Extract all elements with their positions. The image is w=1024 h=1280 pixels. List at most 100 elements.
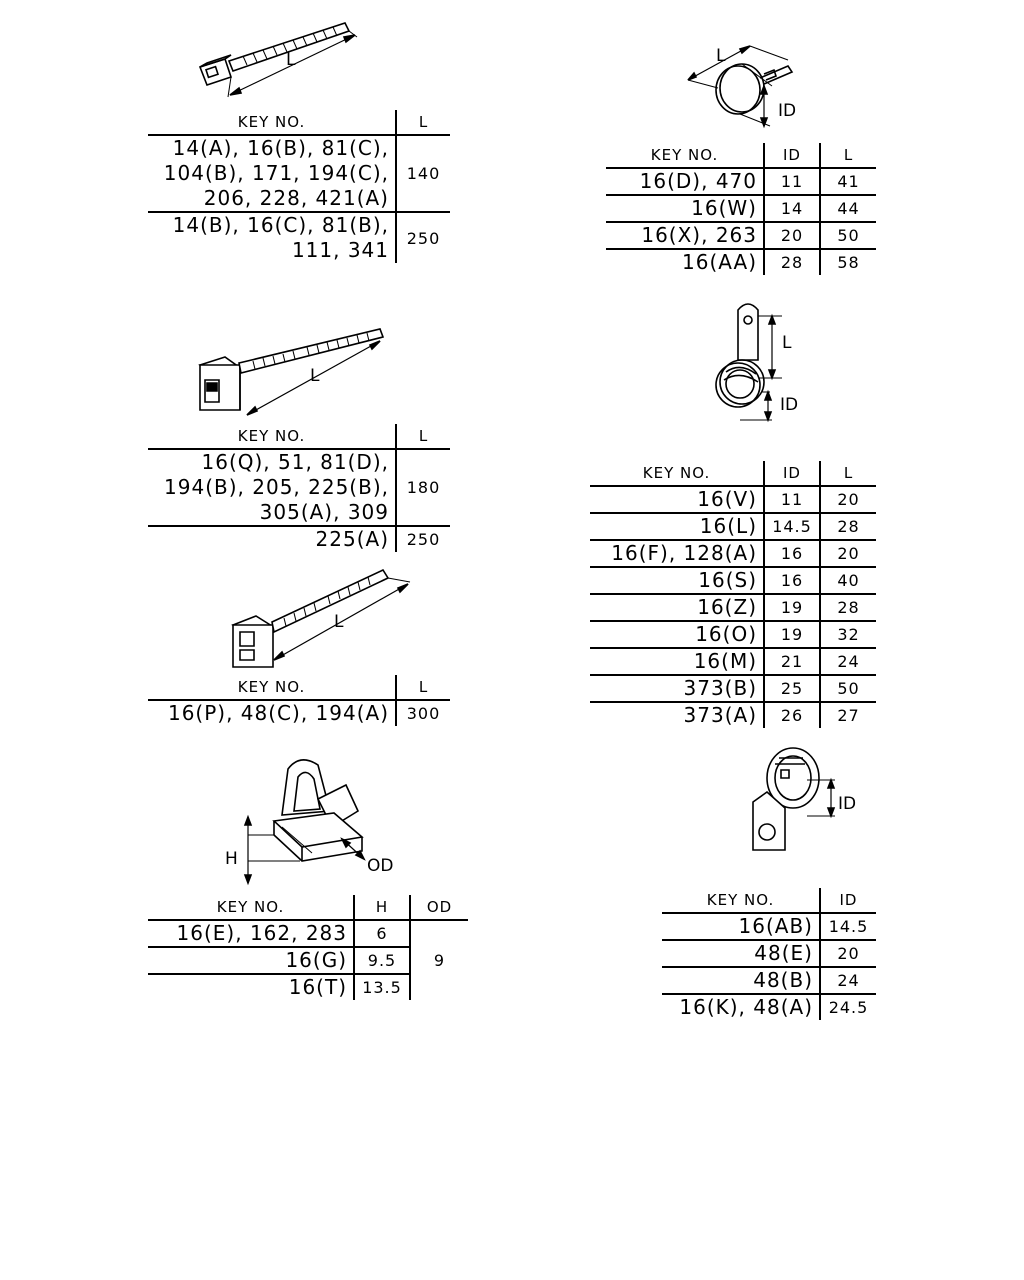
l-cell: 250	[395, 526, 450, 552]
l-cell: 40	[819, 567, 876, 595]
l-cell: 44	[819, 195, 876, 223]
table-row: 48(B) 24	[662, 967, 876, 995]
key-line: 305(A), 309	[259, 500, 389, 524]
key-cell: 225(A)	[148, 526, 396, 552]
ring-clamp-table: KEY NO. ID L 16(D), 470 11 41 16(W) 14 4…	[606, 143, 876, 275]
key-line: 194(B), 205, 225(B),	[164, 475, 389, 499]
h-cell: 9.5	[353, 947, 410, 975]
key-line: 225(A)	[315, 527, 389, 551]
id-cell: 28	[763, 249, 820, 275]
ring-clamp-drawing	[680, 38, 810, 133]
key-line: 14(A), 16(B), 81(C),	[172, 136, 389, 160]
header-id: ID	[763, 461, 820, 487]
loop-clamp-drawing	[700, 300, 810, 425]
p-clamp-drawing	[745, 742, 865, 862]
cable-tie-small-drawing	[195, 15, 365, 105]
header-l: L	[819, 143, 876, 169]
cable-tie-block-drawing	[228, 560, 418, 670]
table-row: 14(A), 16(B), 81(C), 104(B), 171, 194(C)…	[148, 135, 450, 213]
l-cell: 28	[819, 594, 876, 622]
key-cell: 16(P), 48(C), 194(A)	[148, 700, 396, 726]
table-header-row: KEY NO. ID L	[606, 143, 876, 169]
header-key-no: KEY NO.	[590, 461, 764, 487]
key-cell: 373(B)	[590, 675, 764, 703]
l-cell: 50	[819, 675, 876, 703]
key-cell: 16(AB)	[662, 913, 820, 941]
table-row: 16(S) 16 40	[590, 567, 876, 595]
id-cell: 19	[763, 621, 820, 649]
id-cell: 16	[763, 567, 820, 595]
clip-mount-od-label: OD	[367, 856, 394, 876]
h-cell: 13.5	[353, 974, 410, 1000]
table-row: 16(K), 48(A) 24.5	[662, 994, 876, 1020]
key-cell: 16(K), 48(A)	[679, 995, 813, 1019]
header-key-no: KEY NO.	[606, 143, 764, 169]
header-key-no: KEY NO.	[662, 888, 820, 914]
key-cell: 16(G)	[148, 947, 354, 975]
p-clamp-id-label: ID	[838, 794, 857, 814]
l-cell: 58	[819, 249, 876, 275]
clip-mount-height-label: H	[225, 849, 238, 869]
id-cell: 21	[763, 648, 820, 676]
table-header-row: KEY NO. ID L	[590, 461, 876, 487]
key-cell: 14(B), 16(C), 81(B), 111, 341	[148, 212, 396, 263]
l-cell: 20	[819, 540, 876, 568]
table-row: 225(A) 250	[148, 526, 450, 552]
table-row: 373(A) 26 27	[590, 702, 876, 728]
ring-clamp-id-label: ID	[778, 101, 797, 121]
id-cell: 25	[763, 675, 820, 703]
tie-block-length-label: L	[334, 612, 344, 632]
key-cell: 16(T)	[288, 975, 347, 999]
table-header-row: KEY NO. ID	[662, 888, 876, 914]
key-line: 16(P), 48(C), 194(A)	[167, 701, 389, 725]
table-row: 16(X), 263 20 50	[606, 222, 876, 250]
l-cell: 300	[395, 700, 450, 726]
table-row: 16(E), 162, 283 6 9	[148, 920, 468, 1000]
ring-clamp-length-label: L	[716, 46, 726, 66]
l-cell: 250	[395, 212, 450, 263]
table-row: 16(T) 13.5	[148, 974, 468, 1000]
clip-mount-drawing	[222, 755, 397, 887]
header-h: H	[353, 895, 410, 921]
loop-clamp-id-label: ID	[780, 395, 799, 415]
p-clamp-table: KEY NO. ID 16(AB) 14.5 48(E) 20 48(B) 24…	[662, 888, 876, 1020]
key-cell: 48(E)	[662, 940, 820, 968]
table-row: 16(Z) 19 28	[590, 594, 876, 622]
key-cell: 16(W)	[606, 195, 764, 223]
key-cell: 16(M)	[590, 648, 764, 676]
tie-mount-table: KEY NO. L 16(Q), 51, 81(D), 194(B), 205,…	[148, 424, 450, 552]
table-row: 16(P), 48(C), 194(A) 300	[148, 700, 450, 726]
table-header-row: KEY NO. L	[148, 110, 450, 136]
tie-mount-length-label: L	[310, 366, 320, 386]
table-row: 16(D), 470 11 41	[606, 168, 876, 196]
id-cell: 20	[819, 940, 876, 968]
l-cell: 50	[819, 222, 876, 250]
table-row: 16(G) 9.5	[148, 947, 468, 975]
header-key-no: KEY NO.	[148, 424, 396, 450]
header-key-no: KEY NO.	[148, 895, 354, 921]
l-cell: 27	[819, 702, 876, 728]
id-cell: 20	[763, 222, 820, 250]
tie-small-table: KEY NO. L 14(A), 16(B), 81(C), 104(B), 1…	[148, 110, 450, 263]
key-line: 16(Q), 51, 81(D),	[201, 450, 389, 474]
key-cell: 48(B)	[662, 967, 820, 995]
l-cell: 32	[819, 621, 876, 649]
l-cell: 140	[395, 135, 450, 213]
h-cell: 6	[353, 920, 410, 948]
key-cell: 16(V)	[590, 486, 764, 514]
table-row: 16(V) 11 20	[590, 486, 876, 514]
l-cell: 41	[819, 168, 876, 196]
key-cell: 16(Z)	[590, 594, 764, 622]
key-cell: 373(A)	[683, 703, 757, 727]
l-cell: 180	[395, 449, 450, 527]
header-l: L	[395, 110, 450, 136]
key-cell: 16(O)	[590, 621, 764, 649]
header-l: L	[819, 461, 876, 487]
key-cell: 16(X), 263	[606, 222, 764, 250]
header-id: ID	[763, 143, 820, 169]
id-cell: 26	[763, 702, 820, 728]
table-row: 16(L) 14.5 28	[590, 513, 876, 541]
loop-clamp-table: KEY NO. ID L 16(V) 11 20 16(L) 14.5 28 1…	[590, 461, 876, 728]
table-header-row: KEY NO. L	[148, 675, 450, 701]
cable-tie-mount-drawing	[195, 325, 390, 420]
